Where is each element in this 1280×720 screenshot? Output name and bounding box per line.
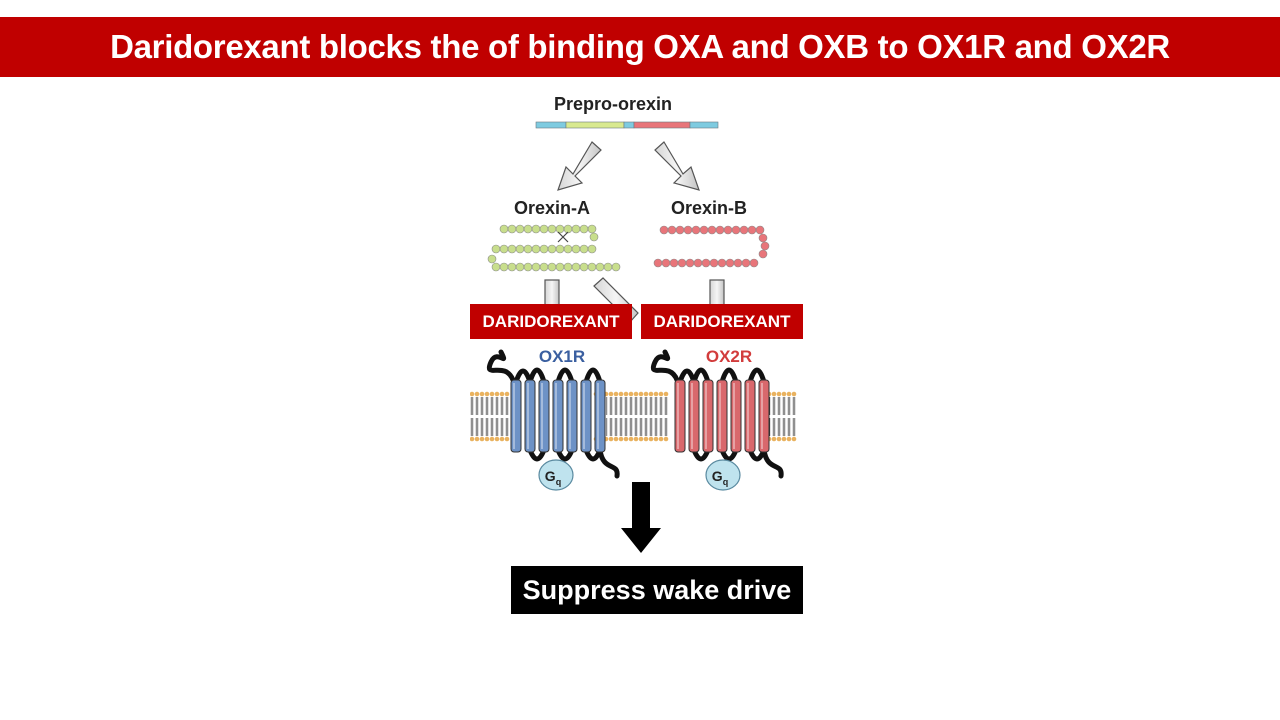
orexin-a-to-ox1r-arrow bbox=[544, 279, 560, 307]
ox1r-receptor bbox=[486, 349, 620, 479]
orexin-a-disulfide-bond bbox=[557, 231, 569, 243]
precursor-label: Prepro-orexin bbox=[554, 94, 672, 114]
ox1r-label: OX1R bbox=[539, 347, 585, 366]
gq-protein-ox2r: Gq bbox=[705, 459, 741, 491]
svg-text:Gq: Gq bbox=[712, 468, 728, 487]
orexin-a-peptide bbox=[487, 224, 621, 272]
ox2r-label: OX2R bbox=[706, 347, 752, 366]
precursor-to-orexin-a-arrow bbox=[557, 141, 602, 191]
svg-text:Gq: Gq bbox=[545, 468, 561, 487]
orexin-b-label: Orexin-B bbox=[671, 198, 747, 218]
orexin-pathway-diagram: Prepro-orexin Orexin-A Orexin-B OX1R bbox=[470, 90, 805, 500]
outcome-box: Suppress wake drive bbox=[511, 566, 803, 614]
gq-protein-ox1r: Gq bbox=[538, 459, 574, 491]
precursor-bar bbox=[535, 121, 719, 129]
orexin-b-peptide bbox=[653, 225, 770, 268]
precursor-to-orexin-b-arrow bbox=[654, 141, 700, 191]
orexin-b-to-ox2r-arrow bbox=[709, 279, 725, 307]
slide-title: Daridorexant blocks the of binding OXA a… bbox=[0, 17, 1280, 77]
daridorexant-ox2r-blocker-label: DARIDOREXANT bbox=[641, 304, 803, 339]
down-arrow-icon bbox=[621, 482, 661, 553]
orexin-a-label: Orexin-A bbox=[514, 198, 590, 218]
ox2r-receptor bbox=[650, 349, 784, 479]
daridorexant-ox1r-blocker-label: DARIDOREXANT bbox=[470, 304, 632, 339]
